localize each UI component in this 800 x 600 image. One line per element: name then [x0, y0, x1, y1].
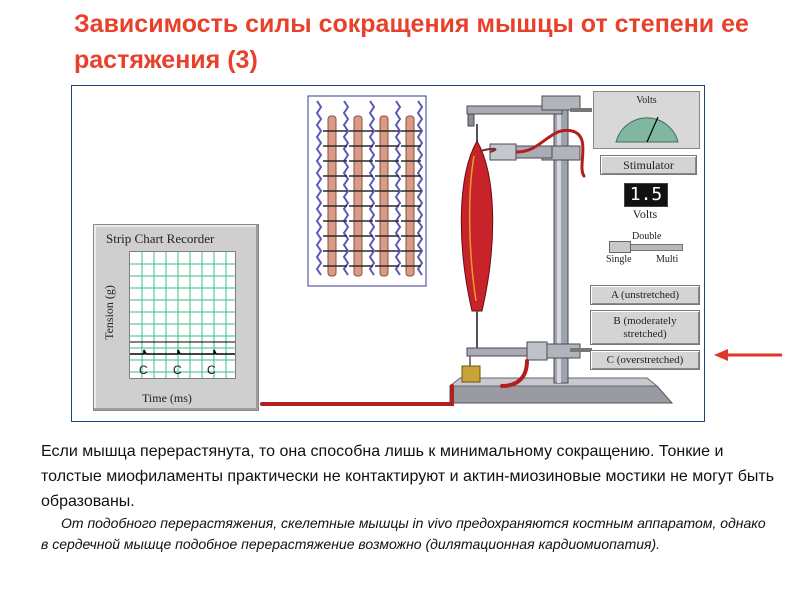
main-paragraph: Если мышца перерастянута, то она способн… — [41, 443, 775, 510]
muscle-illustration — [460, 124, 497, 348]
weight-illustration — [461, 356, 481, 383]
voltage-display: 1.5 — [624, 183, 668, 207]
volt-meter-label: Volts — [636, 95, 657, 106]
slide-title: Зависимость силы сокращения мышцы от сте… — [74, 10, 749, 74]
mode-multi-label: Multi — [656, 254, 679, 265]
recorder-y-label: Tension (g) — [101, 285, 116, 340]
mark-label: C — [207, 363, 216, 377]
mode-slider-handle[interactable] — [609, 241, 631, 253]
apparatus-stand — [448, 95, 674, 404]
mode-single-label: Single — [606, 254, 632, 265]
recorder-title: Strip Chart Recorder — [106, 231, 215, 246]
mode-double-label: Double — [632, 231, 662, 242]
voltage-unit-label: Volts — [632, 207, 658, 221]
arrow-left-icon — [714, 349, 782, 361]
simulation-panel: Strip Chart Recorder Tension (g) — [71, 85, 705, 422]
cables — [260, 128, 586, 406]
stimulator-button[interactable]: Stimulator — [600, 155, 697, 175]
unstretched-button[interactable]: A (unstretched) — [590, 285, 700, 305]
strip-chart-recorder: Strip Chart Recorder Tension (g) — [93, 224, 259, 411]
recorder-chart-grid — [129, 251, 236, 379]
moderately-stretched-button[interactable]: B (moderately stretched) — [590, 310, 700, 345]
mark-label: C — [139, 363, 148, 377]
apparatus-illustration — [260, 95, 674, 406]
recorder-x-label: Time (ms) — [142, 391, 192, 405]
note-paragraph: От подобного перерастяжения, скелетные м… — [41, 513, 776, 555]
volt-meter: Volts — [593, 91, 700, 149]
myofilament-image — [307, 95, 427, 287]
mark-label: C — [173, 363, 182, 377]
overstretched-button[interactable]: C (overstretched) — [590, 350, 700, 370]
note-text: От подобного перерастяжения, скелетные м… — [41, 515, 766, 552]
